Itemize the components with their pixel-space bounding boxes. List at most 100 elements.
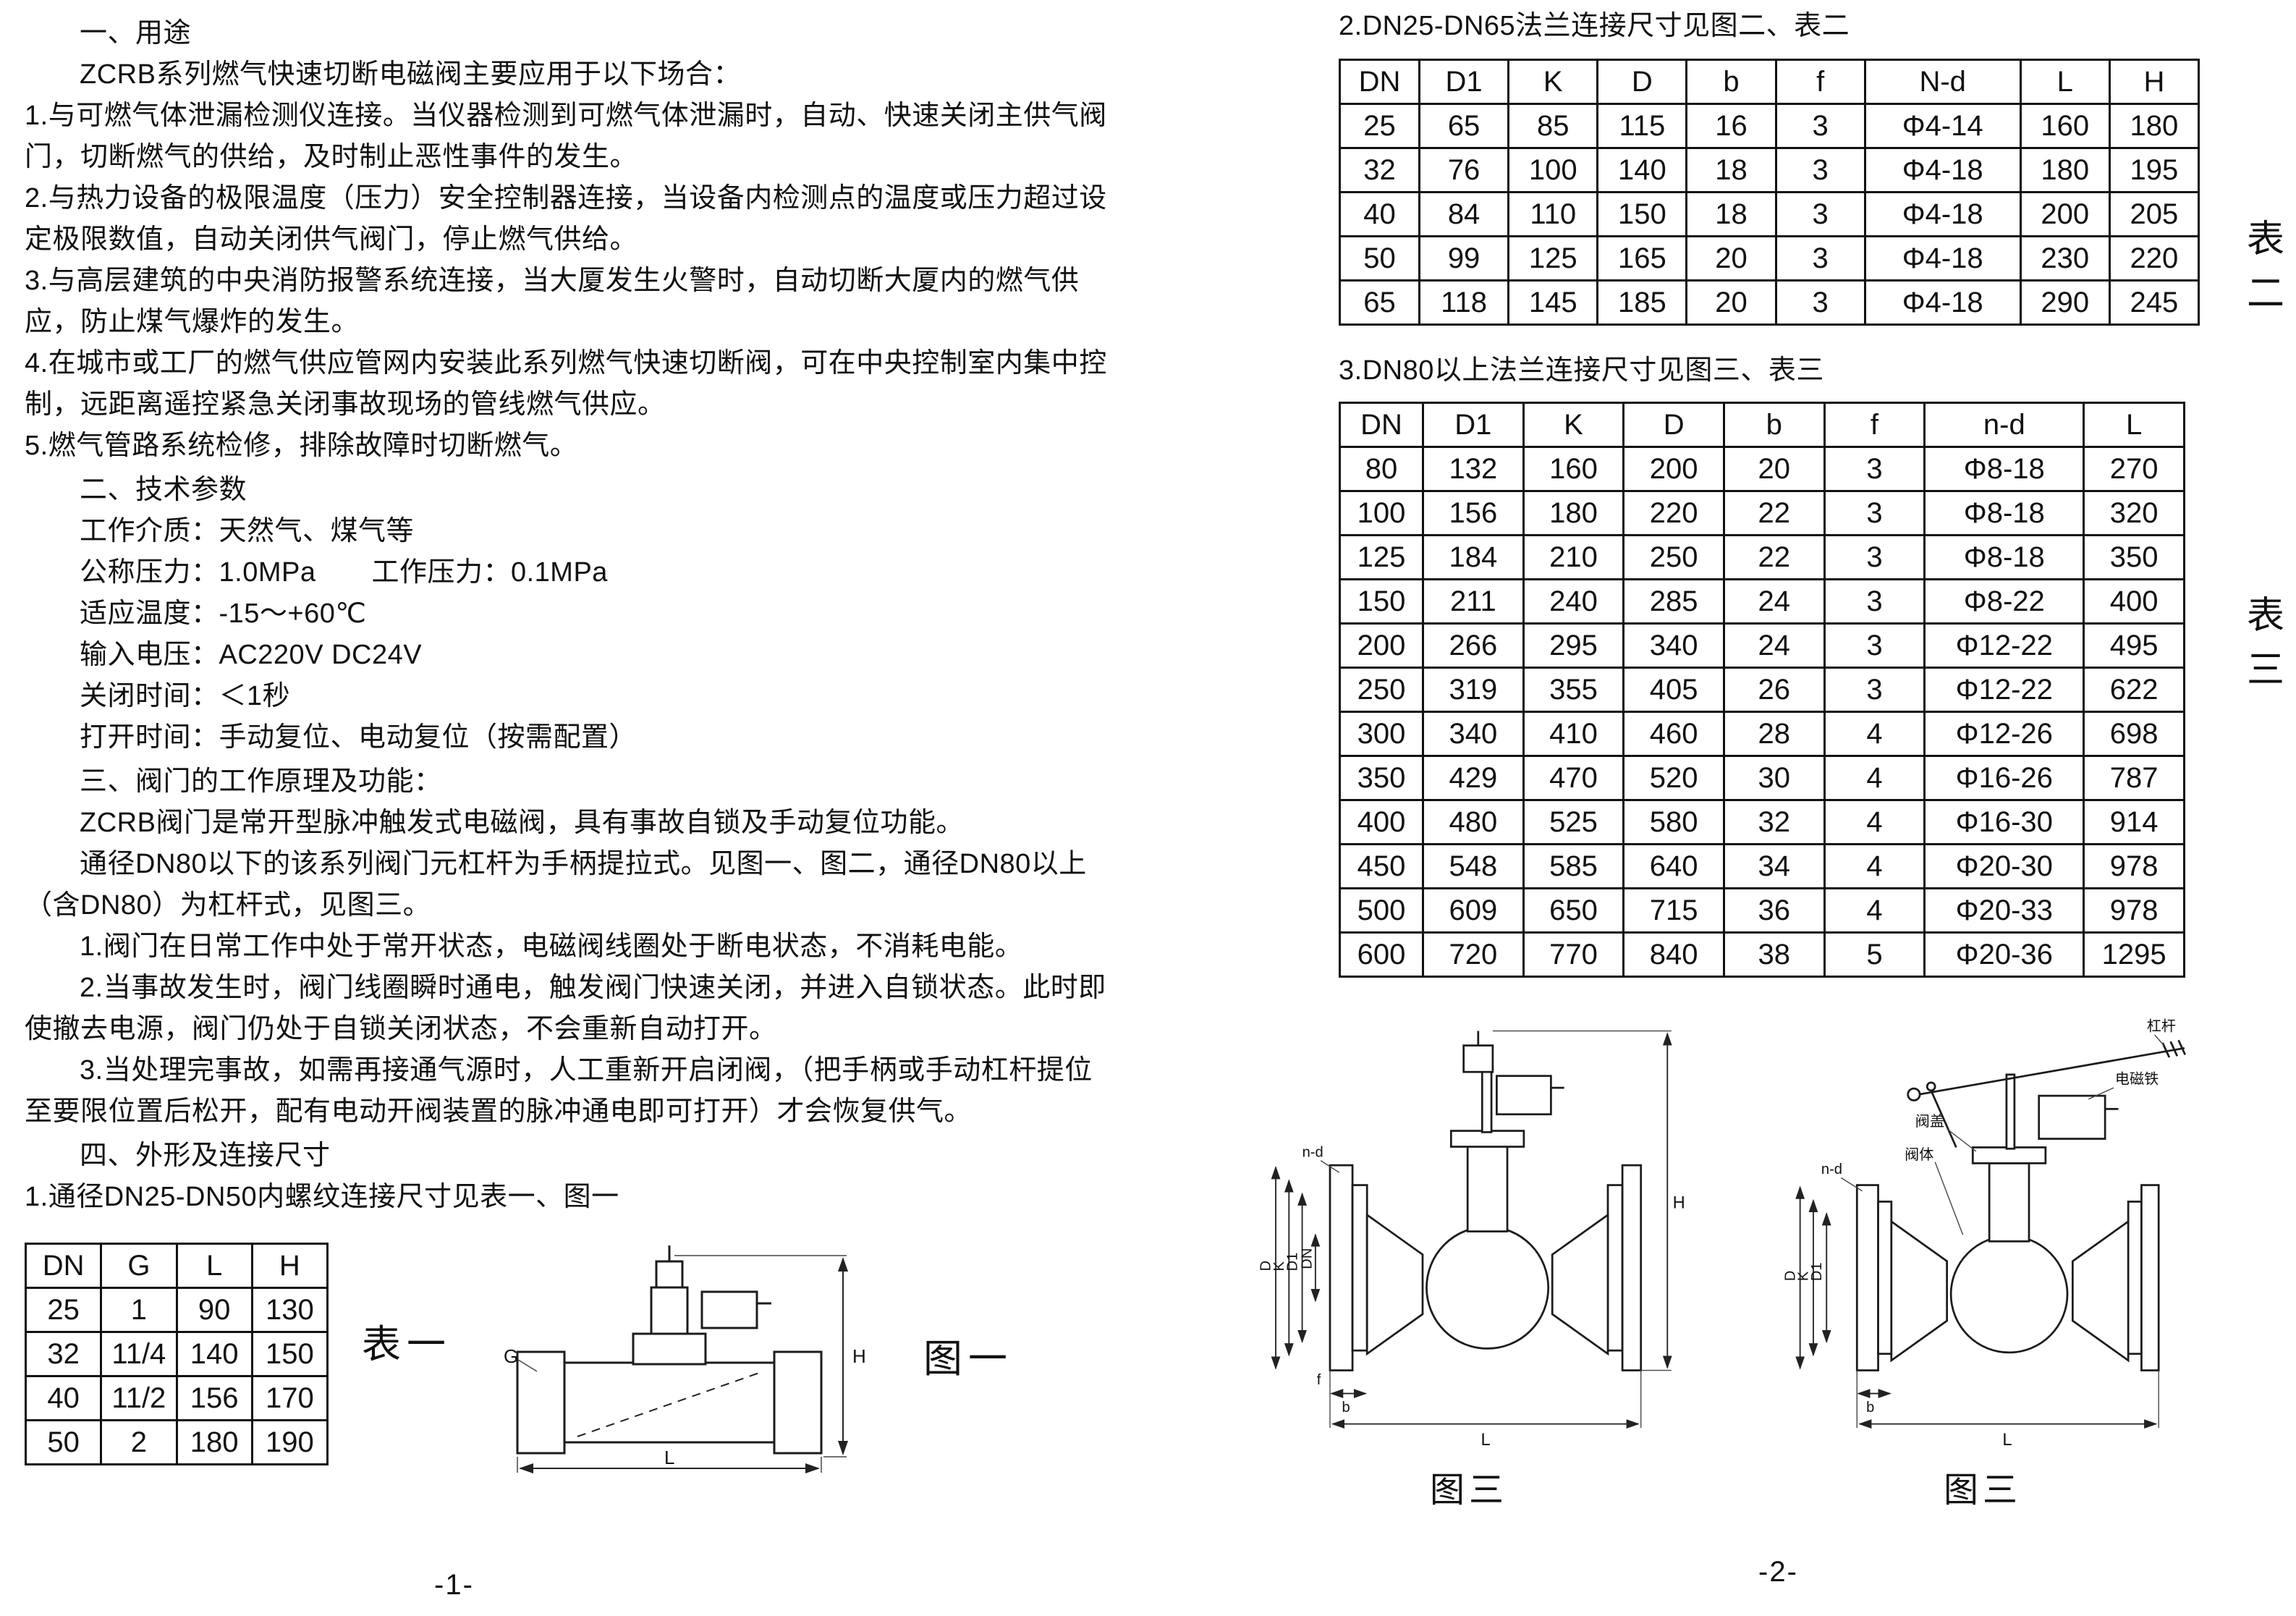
table-cell: 90 (175, 1287, 253, 1333)
right-hex-nut (773, 1350, 823, 1455)
table-cell: 24 (1722, 578, 1826, 625)
column-header: DN (1339, 59, 1420, 105)
table-cell: 720 (1422, 931, 1525, 978)
table-cell: 200 (2019, 191, 2111, 237)
table-cell: 285 (1622, 578, 1725, 625)
table-cell: 1 (100, 1287, 178, 1333)
table-cell: 115 (1596, 103, 1688, 149)
table-cell: 80 (1339, 446, 1424, 492)
table-cell: 650 (1522, 887, 1625, 934)
table-cell: 3 (1823, 534, 1926, 580)
dim-label-b: b (1866, 1400, 1874, 1416)
column-header: f (1774, 59, 1866, 105)
table-cell: 495 (2083, 622, 2185, 669)
dim-label-D1: D1 (1809, 1262, 1825, 1281)
table-cell: 429 (1422, 755, 1525, 801)
figures-row: n-d D K D1 DN H (1230, 997, 2296, 1512)
table-cell: 4 (1823, 799, 1926, 845)
column-header: K (1522, 402, 1625, 448)
column-header: b (1722, 402, 1826, 448)
table-cell: 26 (1722, 667, 1826, 713)
figure1-caption: 图一 (923, 1337, 1013, 1381)
principle-item-2: 2.当事故发生时，阀门线圈瞬时通电，触发阀门快速关闭，并进入自锁状态。此时即使撤… (25, 973, 1106, 1044)
table-cell: 2 (100, 1419, 178, 1465)
table-cell: 525 (1522, 799, 1625, 845)
table-cell: 160 (2019, 103, 2111, 149)
figure-3-left-block: n-d D K D1 DN H (1230, 997, 1708, 1512)
table-cell: Φ12-22 (1923, 667, 2085, 713)
table-cell: 1295 (2083, 931, 2185, 978)
dim-label-G: G (504, 1345, 518, 1367)
annotation-nd: n-d (1302, 1144, 1323, 1160)
table-cell: 698 (2083, 711, 2185, 757)
table-cell: 65 (1418, 103, 1510, 149)
table-cell: 200 (1622, 446, 1725, 492)
flanged-valve-drawing-right: 电磁铁 杠杆 阀盖 阀体 n-d D K (1782, 1018, 2187, 1450)
section-heading-usage: 一、用途 (80, 18, 192, 48)
table-cell: 520 (1622, 755, 1725, 801)
table-cell: 145 (1507, 279, 1599, 326)
table-cell: Φ4-14 (1863, 103, 2022, 149)
section-heading-specs: 二、技术参数 (80, 475, 247, 505)
table-cell: 180 (1522, 490, 1625, 536)
table-cell: 25 (24, 1287, 103, 1333)
table-cell: 130 (250, 1287, 329, 1333)
table-cell: 3 (1774, 191, 1866, 237)
table-cell: 118 (1418, 279, 1510, 326)
table-cell: Φ8-22 (1923, 578, 2085, 625)
table-cell: 350 (2083, 534, 2185, 580)
thread-dims-heading: 1.通径DN25-DN50内螺纹连接尺寸见表一、图一 (25, 1182, 619, 1212)
table-cell: 28 (1722, 711, 1826, 757)
table-cell: Φ20-33 (1923, 887, 2085, 934)
table-cell: 978 (2083, 843, 2185, 889)
usage-item-2: 2.与热力设备的极限温度（压力）安全控制器连接，当设备内检测点的温度或压力超过设… (25, 183, 1107, 255)
table-cell: 640 (1622, 843, 1725, 889)
column-header: D1 (1418, 59, 1510, 105)
table-cell: 460 (1622, 711, 1725, 757)
column-header: D1 (1422, 402, 1525, 448)
dim-label-K: K (1271, 1261, 1287, 1271)
page-1: 一、用途 ZCRB系列燃气快速切断电磁阀主要应用于以下场合： 1.与可燃气体泄漏… (24, 10, 1117, 1478)
flanged-valve-drawing-left: n-d D K D1 DN H (1258, 1030, 1685, 1450)
table-cell: 205 (2108, 191, 2200, 237)
table-cell: 500 (1339, 887, 1424, 934)
table-cell: 3 (1823, 490, 1926, 536)
table-cell: 4 (1823, 711, 1926, 757)
table-cell: 34 (1722, 843, 1826, 889)
table-cell: 295 (1522, 622, 1625, 669)
dim-label-b: b (1342, 1400, 1350, 1416)
table-cell: 125 (1339, 534, 1424, 580)
dim-label-H: H (852, 1345, 866, 1367)
dim-label-f: f (1317, 1372, 1321, 1388)
table-cell: 585 (1522, 843, 1625, 889)
table-cell: 184 (1422, 534, 1525, 580)
table-cell: 609 (1422, 887, 1525, 934)
annotation-solenoid: 电磁铁 (2115, 1071, 2159, 1088)
table-cell: 240 (1522, 578, 1625, 625)
table-cell: 405 (1622, 667, 1725, 713)
table-cell: 185 (1596, 279, 1688, 326)
column-header: K (1507, 59, 1599, 105)
table-cell: 3 (1823, 446, 1926, 492)
table-cell: 4 (1823, 843, 1926, 889)
table-cell: 40 (24, 1375, 103, 1421)
table-cell: 85 (1507, 103, 1599, 149)
dim-label-L: L (664, 1447, 674, 1468)
table-cell: 787 (2083, 755, 2185, 801)
table-cell: 65 (1339, 279, 1420, 326)
